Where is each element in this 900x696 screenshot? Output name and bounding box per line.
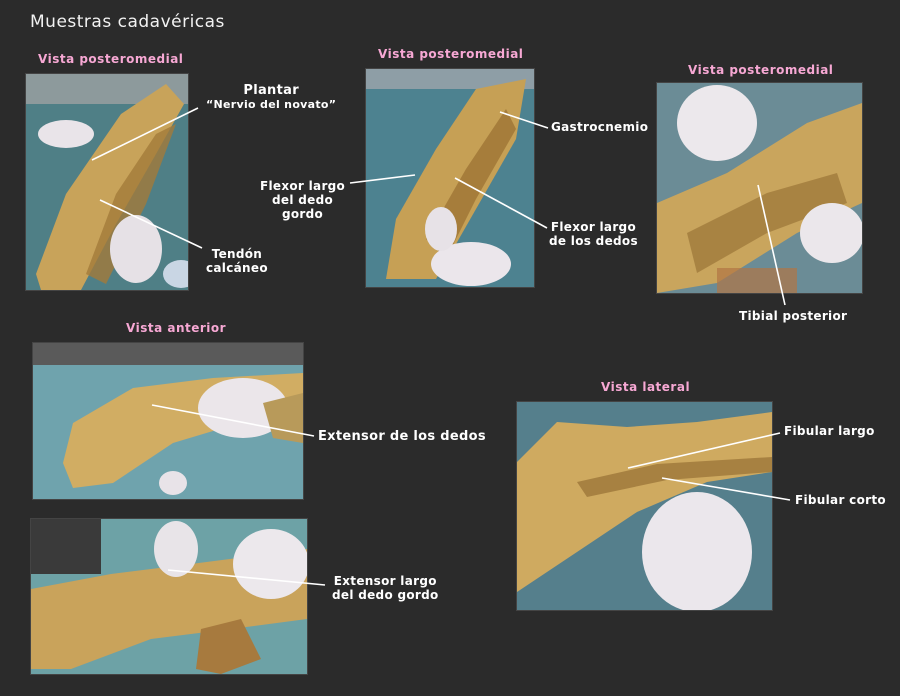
label-plantar-line1: Plantar xyxy=(243,83,299,98)
view-label-lateral: Vista lateral xyxy=(601,380,691,394)
label-extensor-dedos: Extensor de los dedos xyxy=(318,429,486,444)
page-title: Muestras cadavéricas xyxy=(30,12,225,32)
label-plantar: Plantar “Nervio del novato” xyxy=(206,83,337,112)
cadaver-photo-anterior xyxy=(32,342,304,500)
label-extensor-largo-dedo-gordo: Extensor largo del dedo gordo xyxy=(332,574,439,603)
label-fibular-largo: Fibular largo xyxy=(784,424,875,438)
label-tendon-line1: Tendón xyxy=(211,247,263,261)
label-flexor-hallucis-line2: del dedo xyxy=(272,192,334,207)
label-plantar-line2: “Nervio del novato” xyxy=(206,97,337,111)
label-flexor-largo-dedo-gordo: Flexor largo del dedo gordo xyxy=(260,179,346,221)
label-gastrocnemio: Gastrocnemio xyxy=(551,120,649,134)
label-flexor-digitorum-line1: Flexor largo xyxy=(550,220,636,234)
cadaver-photo-anterior-2 xyxy=(30,518,308,675)
view-label-posteromedial-2: Vista posteromedial xyxy=(378,47,524,61)
label-extensor-hallucis-line2: del dedo gordo xyxy=(332,587,439,602)
label-flexor-hallucis-line3: gordo xyxy=(282,206,324,221)
label-flexor-largo-dedos: Flexor largo de los dedos xyxy=(549,220,638,249)
view-label-posteromedial-1: Vista posteromedial xyxy=(38,52,184,66)
view-label-posteromedial-3: Vista posteromedial xyxy=(688,63,834,77)
cadaver-photo-posteromedial-1 xyxy=(25,73,189,291)
label-flexor-digitorum-line2: de los dedos xyxy=(549,233,638,248)
cadaver-photo-lateral xyxy=(516,401,773,611)
label-fibular-corto: Fibular corto xyxy=(795,493,886,507)
cadaver-photo-posteromedial-2 xyxy=(365,68,535,288)
cadaver-photo-posteromedial-3 xyxy=(656,82,863,294)
label-extensor-hallucis-line1: Extensor largo xyxy=(333,574,437,588)
label-tendon-line2: calcáneo xyxy=(206,260,268,275)
label-tendon-calcaneo: Tendón calcáneo xyxy=(206,247,268,276)
view-label-anterior: Vista anterior xyxy=(126,321,227,335)
label-flexor-hallucis-line1: Flexor largo xyxy=(260,179,346,193)
label-tibial-posterior: Tibial posterior xyxy=(739,309,848,323)
